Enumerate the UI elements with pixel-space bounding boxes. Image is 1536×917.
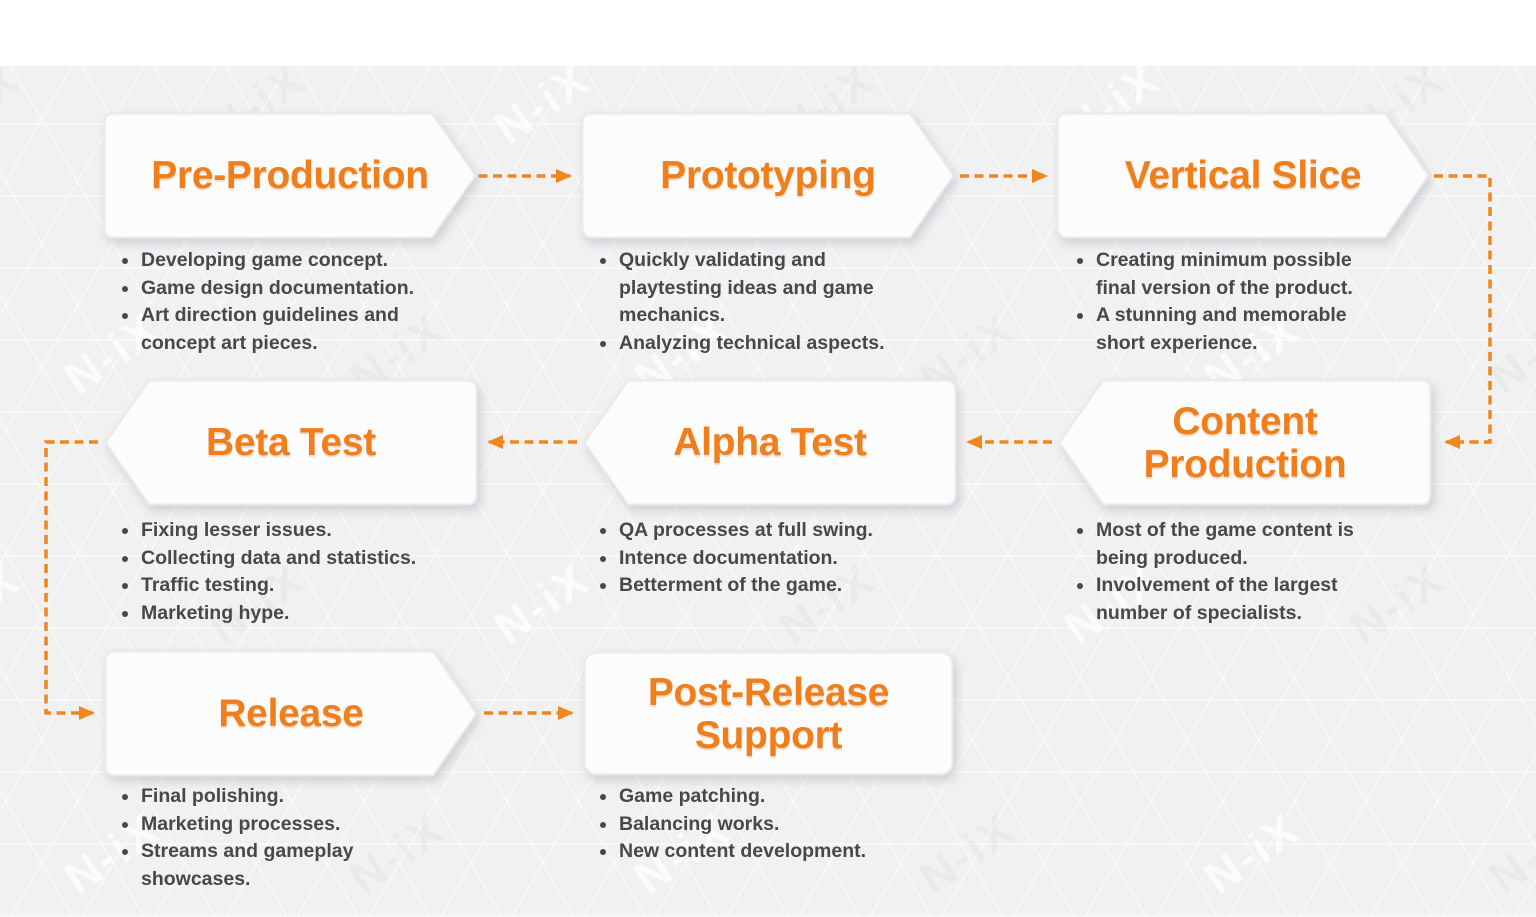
connector-verticalslice-to-contentproduction xyxy=(1434,174,1492,449)
bullet-item: Streams and gameplay showcases. xyxy=(117,838,447,893)
stage-title-content-production: Content Production xyxy=(1143,399,1347,486)
stage-title-alpha-test: Alpha Test xyxy=(673,421,867,464)
stage-bullets-prototyping: Quickly validating and playtesting ideas… xyxy=(595,247,925,357)
stage-pre-production: Pre-Production xyxy=(103,112,477,239)
bullet-item: QA processes at full swing. xyxy=(595,517,935,545)
bullet-item: Involvement of the largest number of spe… xyxy=(1072,572,1412,627)
bullet-item: New content development. xyxy=(595,838,935,866)
stage-alpha-test: Alpha Test xyxy=(583,379,957,506)
bullet-item: Collecting data and statistics. xyxy=(117,545,457,573)
bullet-item: Marketing processes. xyxy=(117,811,447,839)
chevron-right-shape xyxy=(1056,112,1430,239)
bullet-item: Game patching. xyxy=(595,783,935,811)
connector-betatest-to-release xyxy=(44,440,98,720)
stage-title-release: Release xyxy=(218,692,364,735)
stage-bullets-vertical-slice: Creating minimum possible final version … xyxy=(1072,247,1412,357)
bullet-item: Most of the game content is being produc… xyxy=(1072,517,1412,572)
bullet-item: Traffic testing. xyxy=(117,572,457,600)
bullet-item: Final polishing. xyxy=(117,783,447,811)
stage-bullets-release: Final polishing.Marketing processes.Stre… xyxy=(117,783,447,893)
bullet-item: Marketing hype. xyxy=(117,600,457,628)
bullet-item: Balancing works. xyxy=(595,811,935,839)
chevron-left-shape xyxy=(104,379,478,506)
stage-bullets-pre-production: Developing game concept.Game design docu… xyxy=(117,247,447,357)
stage-bullets-beta-test: Fixing lesser issues.Collecting data and… xyxy=(117,517,457,627)
bullet-item: Intence documentation. xyxy=(595,545,935,573)
bullet-item: A stunning and memorable short experienc… xyxy=(1072,302,1412,357)
bullet-item: Analyzing technical aspects. xyxy=(595,330,925,358)
stage-title-vertical-slice: Vertical Slice xyxy=(1124,154,1362,197)
bullet-item: Game design documentation. xyxy=(117,275,447,303)
bullet-item: Creating minimum possible final version … xyxy=(1072,247,1412,302)
stage-content-production: Content Production xyxy=(1058,379,1432,506)
stage-bullets-content-production: Most of the game content is being produc… xyxy=(1072,517,1412,627)
stage-bullets-post-release-support: Game patching.Balancing works.New conten… xyxy=(595,783,935,866)
stage-post-release-support: Post-Release Support xyxy=(583,651,954,776)
stage-title-beta-test: Beta Test xyxy=(206,421,376,464)
rounded-rect-shape xyxy=(583,651,954,776)
stage-release: Release xyxy=(104,650,478,777)
stage-beta-test: Beta Test xyxy=(104,379,478,506)
stage-title-prototyping: Prototyping xyxy=(660,154,876,197)
bullet-item: Quickly validating and playtesting ideas… xyxy=(595,247,925,330)
stage-prototyping: Prototyping xyxy=(581,112,955,239)
stage-vertical-slice: Vertical Slice xyxy=(1056,112,1430,239)
bullet-item: Betterment of the game. xyxy=(595,572,935,600)
chevron-right-shape xyxy=(104,650,478,777)
bullet-item: Art direction guidelines and concept art… xyxy=(117,302,447,357)
bullet-item: Developing game concept. xyxy=(117,247,447,275)
stage-title-post-release-support: Post-Release Support xyxy=(647,670,890,757)
stage-bullets-alpha-test: QA processes at full swing.Intence docum… xyxy=(595,517,935,600)
stage-title-pre-production: Pre-Production xyxy=(151,154,429,197)
chevron-left-shape xyxy=(1058,379,1432,506)
chevron-left-shape xyxy=(583,379,957,506)
chevron-right-shape xyxy=(581,112,955,239)
bullet-item: Fixing lesser issues. xyxy=(117,517,457,545)
chevron-right-shape xyxy=(103,112,477,239)
